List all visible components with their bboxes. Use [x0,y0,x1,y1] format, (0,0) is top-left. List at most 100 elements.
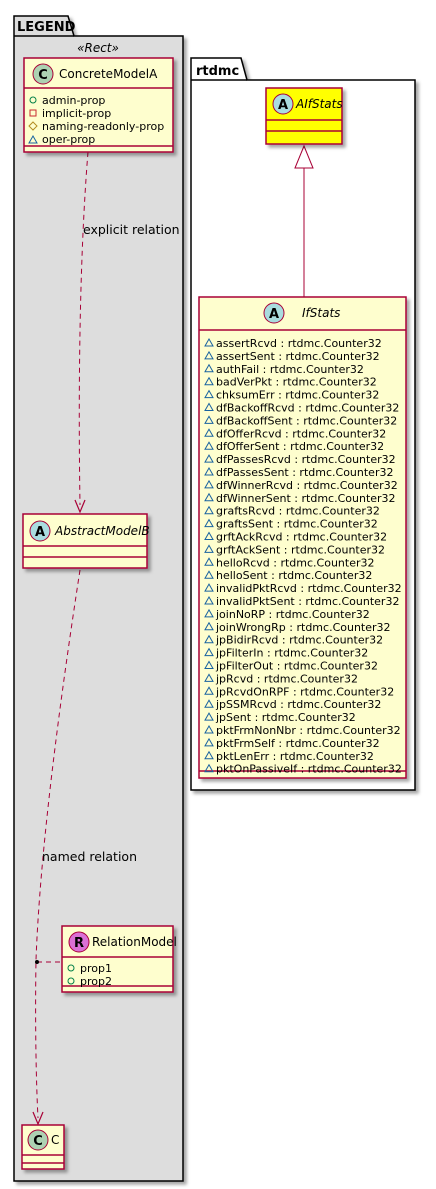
attribute-item: naming-readonly-prop [42,120,164,133]
abstract-model-b-name: AbstractModelB [54,524,150,538]
concrete-model-a-class[interactable]: C ConcreteModelA admin-prop implicit-pro… [23,57,174,153]
named-relation-label: named relation [42,849,137,864]
abstract-badge-letter: A [278,98,288,113]
class-badge-icon [32,63,54,85]
explicit-relation-arrow [74,151,89,514]
ifstats-class[interactable]: A IfStats assertRcvd : rtdmc.Counter32as… [198,296,407,779]
package-visibility-icon [204,402,214,411]
attribute-item: admin-prop [42,94,105,107]
attribute-item: dfWinnerSent : rtdmc.Counter32 [216,492,396,505]
package-visibility-icon [204,363,214,373]
attribute-item: graftsSent : rtdmc.Counter32 [216,518,378,531]
explicit-relation-label: explicit relation [83,222,180,237]
package-visibility-icon [204,712,214,721]
package-visibility-icon [204,673,214,682]
protected-visibility-icon [28,121,38,131]
package-visibility-icon [204,531,214,540]
attribute-item: dfBackoffRcvd : rtdmc.Counter32 [216,402,399,415]
legend-package: LEGEND «Rect» [13,15,184,1182]
private-visibility-icon [29,109,37,117]
legend-stereotype: «Rect» [77,41,119,55]
aifstats-class[interactable]: A AIfStats [265,87,343,145]
package-visibility-icon [204,699,214,708]
package-visibility-icon [204,376,214,386]
rtdmc-title: rtdmc [196,64,239,79]
attribute-item: joinNoRP : rtdmc.Counter32 [215,608,370,621]
abstract-badge-letter: A [35,525,45,540]
abstract-badge-icon [29,520,51,542]
public-visibility-icon [67,977,75,985]
package-visibility-icon [204,337,214,347]
attribute-item: prop2 [80,975,112,988]
attribute-item: authFail : rtdmc.Counter32 [216,363,364,376]
attribute-item: badVerPkt : rtdmc.Counter32 [216,376,377,389]
relation-model-name: RelationModel [92,935,177,949]
relation-badge-letter: R [74,936,84,951]
package-visibility-icon [204,544,214,553]
attribute-item: dfPassesSent : rtdmc.Counter32 [216,466,393,479]
relation-badge-icon [68,931,90,953]
attribute-item: chksumErr : rtdmc.Counter32 [216,389,379,402]
attribute-item: prop1 [80,962,112,975]
attribute-item: invalidPktSent : rtdmc.Counter32 [216,595,399,608]
concrete-model-a-name: ConcreteModelA [59,67,158,81]
package-visibility-icon [204,466,214,476]
package-visibility-icon [204,350,214,360]
class-badge-icon [27,1129,49,1151]
attribute-item: dfWinnerRcvd : rtdmc.Counter32 [216,479,398,492]
attribute-item: jpFilterOut : rtdmc.Counter32 [215,660,378,673]
package-visibility-icon [204,389,214,399]
attribute-item: invalidPktRcvd : rtdmc.Counter32 [216,582,402,595]
package-visibility-icon [204,686,214,695]
attribute-item: pktFrmSelf : rtdmc.Counter32 [216,737,380,750]
package-visibility-icon [204,737,214,747]
package-visibility-icon [204,479,214,489]
package-visibility-icon [204,570,214,579]
package-visibility-icon [204,608,214,618]
attribute-item: helloSent : rtdmc.Counter32 [216,569,372,582]
public-visibility-icon [67,964,75,972]
package-visibility-icon [204,492,214,502]
attribute-item: assertSent : rtdmc.Counter32 [216,350,380,363]
package-visibility-icon [204,557,214,566]
attribute-item: implicit-prop [42,107,111,120]
package-visibility-icon [204,428,214,437]
package-visibility-icon [204,750,214,760]
attribute-item: grftAckRcvd : rtdmc.Counter32 [216,531,387,544]
abstract-model-b-class[interactable]: A AbstractModelB [22,513,150,569]
package-visibility-icon [204,621,214,631]
c-class[interactable]: C C [21,1124,65,1170]
package-visibility-icon [204,505,214,515]
attribute-item: dfOfferRcvd : rtdmc.Counter32 [216,427,386,440]
inheritance-arrow [294,144,314,297]
attribute-item: jpFilterIn : rtdmc.Counter32 [215,647,368,660]
abstract-badge-letter: A [269,307,279,322]
c-class-name: C [51,1133,59,1147]
attribute-item: helloRcvd : rtdmc.Counter32 [216,556,375,569]
package-visibility-icon [204,647,214,657]
attribute-item: jpSent : rtdmc.Counter32 [215,711,356,724]
attribute-item: dfBackoffSent : rtdmc.Counter32 [216,414,397,427]
attribute-item: joinWrongRp : rtdmc.Counter32 [215,621,391,634]
public-visibility-icon [29,96,37,104]
attribute-item: oper-prop [42,133,95,146]
attribute-item: jpRcvd : rtdmc.Counter32 [215,672,358,685]
package-visibility-icon [204,660,214,669]
attribute-item: dfPassesRcvd : rtdmc.Counter32 [216,453,396,466]
package-visibility-icon [204,415,214,424]
abstract-badge-icon [263,302,285,324]
attribute-item: jpSSMRcvd : rtdmc.Counter32 [215,698,381,711]
attribute-item: pktOnPassiveIf : rtdmc.Counter32 [216,763,402,776]
package-visibility-icon [204,518,214,528]
ifstats-name: IfStats [302,306,340,320]
class-badge-letter: C [38,68,48,83]
package-visibility-icon [204,724,214,734]
relation-model-class[interactable]: R RelationModel prop1 prop2 [61,925,177,993]
concrete-attributes: admin-prop implicit-prop naming-readonly… [28,94,164,146]
association-class-link [35,960,62,964]
attribute-item: jpRcvdOnRPF : rtdmc.Counter32 [215,685,394,698]
attribute-item: assertRcvd : rtdmc.Counter32 [216,337,382,350]
class-badge-letter: C [33,1134,43,1149]
package-visibility-icon [204,595,214,605]
